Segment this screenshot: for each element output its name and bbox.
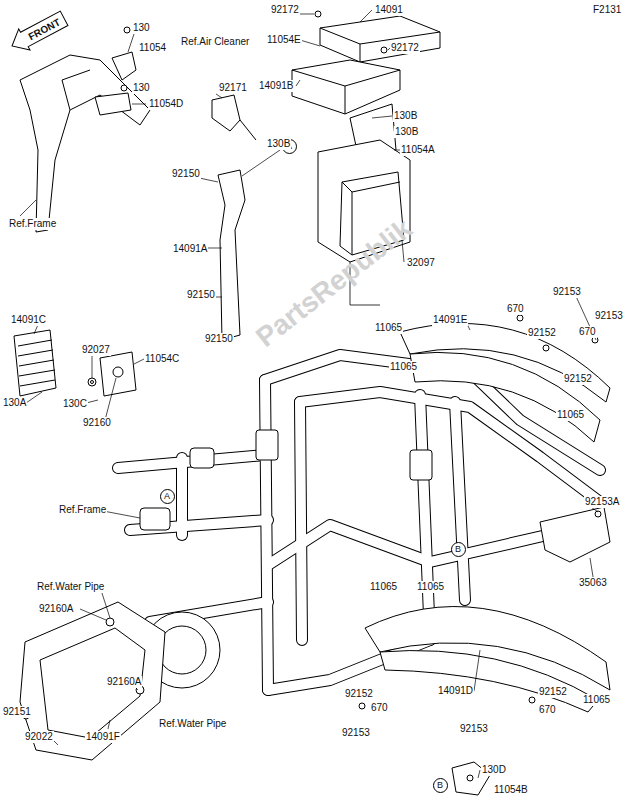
callout-number: 11054A [400, 144, 436, 156]
direction-arrow: FRONT [6, 8, 69, 57]
callout-number: 92153A [584, 496, 620, 508]
callout-number: 92172 [390, 42, 420, 54]
callout-number: 92152 [538, 686, 568, 698]
callout-number: 92153 [552, 286, 582, 298]
callout-number: 92152 [563, 373, 593, 385]
reference-letter: A [164, 491, 170, 502]
callout-number: 130B [394, 126, 419, 138]
callout-number: 11065 [416, 581, 445, 593]
callout-number: 11054E [266, 34, 302, 46]
reference-letter: B [455, 544, 461, 555]
callout-number: 130 [132, 82, 151, 94]
callout-number: 92153 [594, 310, 624, 322]
reference-note: Ref.Air Cleaner [180, 36, 250, 48]
callout-number: 11065 [582, 694, 611, 706]
reference-letter: B [437, 780, 443, 791]
callout-number: 32097 [406, 257, 436, 269]
callout-number: 92171 [218, 82, 248, 94]
callout-number: 14091 [374, 4, 404, 16]
callout-number: 92022 [24, 731, 54, 743]
callout-number: 92152 [344, 688, 374, 700]
callout-number: 130C [62, 398, 88, 410]
callout-number: 11054B [493, 784, 529, 796]
callout-number: 14091C [10, 314, 47, 326]
callout-number: 670 [538, 704, 557, 716]
callout-number: 92160A [38, 603, 74, 615]
callout-number: 14091A [172, 243, 208, 255]
reference-note: Ref.Frame [8, 218, 57, 230]
callout-number: 92151 [2, 706, 32, 718]
callout-number: 92153 [341, 727, 371, 739]
callout-number: 14091B [258, 80, 294, 92]
callout-number: 130B [393, 110, 418, 122]
callout-number: 14091E [432, 314, 468, 326]
callout-number: 130 [132, 22, 151, 34]
reference-circle: B [451, 542, 466, 557]
callout-number: 92172 [270, 4, 300, 16]
callout-number: 670 [506, 303, 525, 315]
callout-number: 92150 [186, 289, 216, 301]
callout-number: 92153 [459, 723, 489, 735]
callout-number: 35063 [578, 577, 608, 589]
callout-number: 130B [266, 138, 291, 150]
callout-number: 11054C [144, 353, 180, 365]
page-code: F2131 [592, 4, 622, 16]
callout-number: 670 [578, 326, 597, 338]
callout-number: 14091F [85, 731, 121, 743]
callout-number: 11065 [374, 322, 403, 334]
callout-number: 92027 [81, 344, 111, 356]
callout-number: 14091D [437, 685, 474, 697]
callout-number: 11065 [369, 581, 398, 593]
callout-number: 92150 [204, 333, 234, 345]
callout-number: 92152 [527, 327, 557, 339]
callout-number: 130D [481, 764, 507, 776]
callout-number: 92160 [82, 417, 112, 429]
callout-number: 11054D [148, 98, 184, 110]
reference-note: Ref.Water Pipe [36, 581, 105, 593]
callout-number: 92160A [106, 676, 142, 688]
callout-number: 11054 [138, 42, 167, 54]
callout-number: 11065 [556, 409, 585, 421]
callout-number: 670 [370, 702, 389, 714]
reference-note: Ref.Water Pipe [158, 718, 227, 730]
reference-circle: B [433, 778, 448, 793]
callout-number: 92150 [171, 168, 201, 180]
reference-circle: A [160, 489, 175, 504]
reference-note: Ref.Frame [58, 504, 107, 516]
callout-number: 130A [2, 397, 27, 409]
callout-number: 11065 [389, 361, 418, 373]
